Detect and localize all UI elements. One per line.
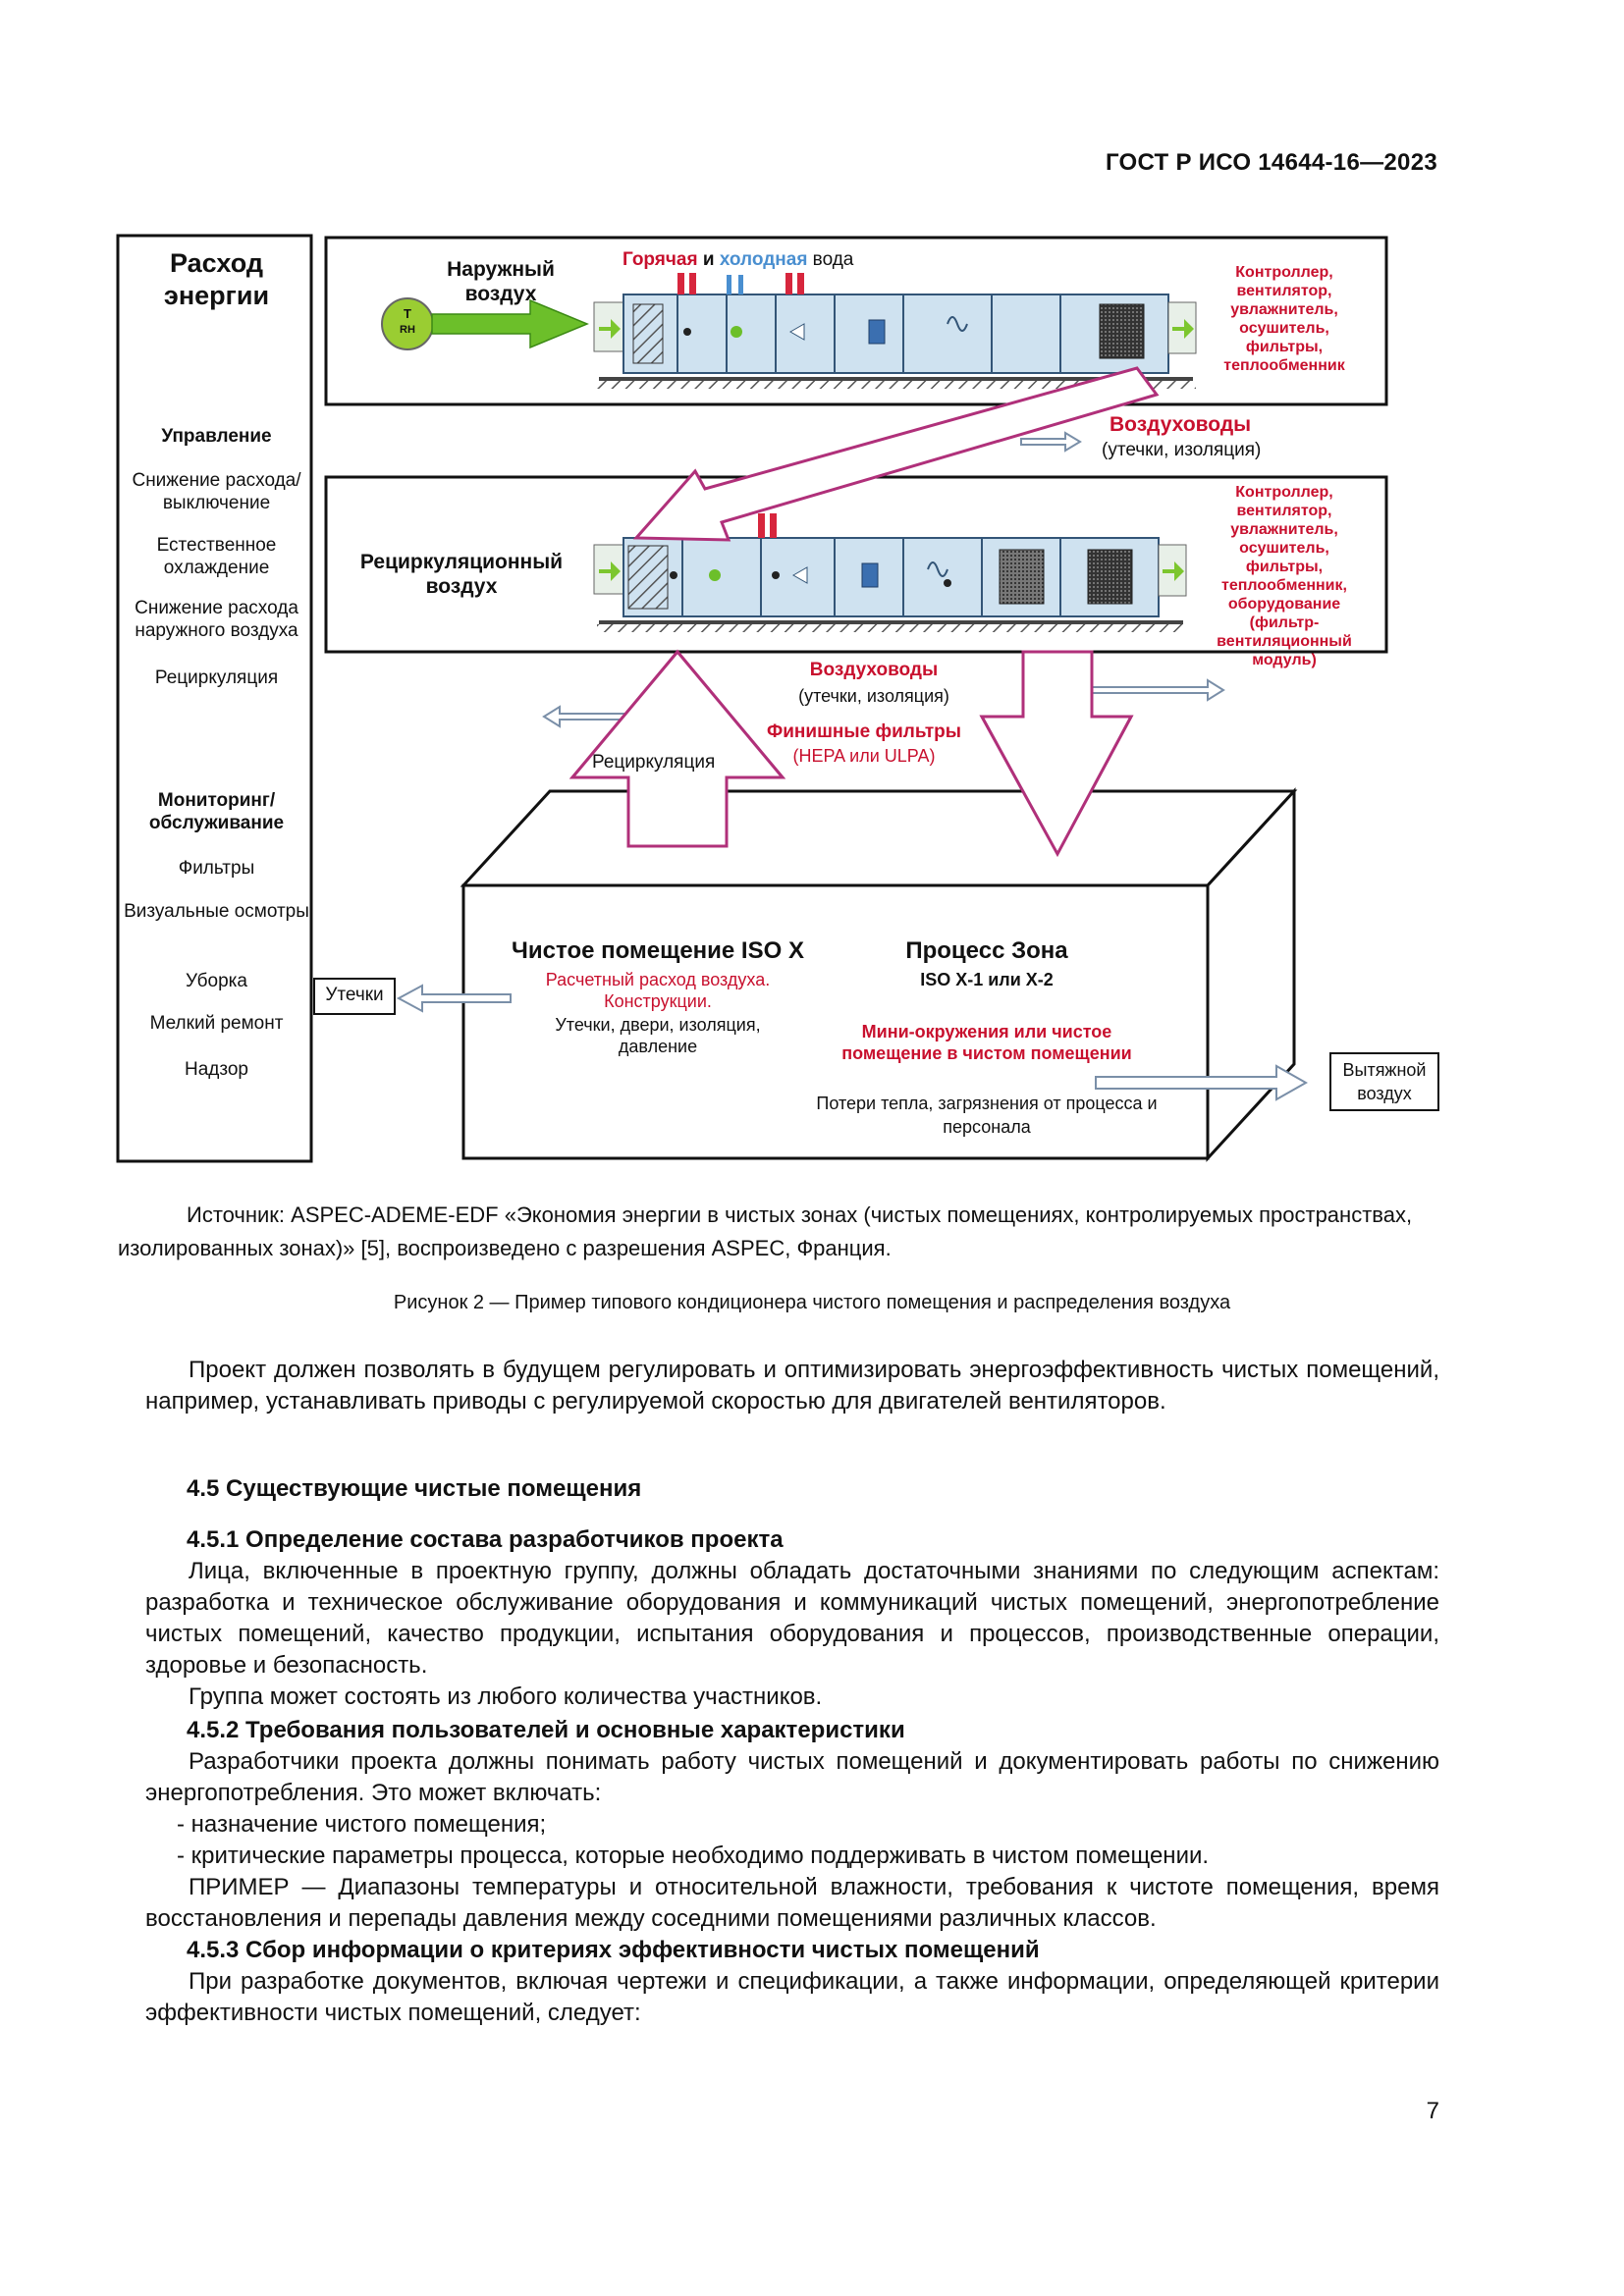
process-red: Мини-окружения или чистое помещение в чи… (841, 1022, 1132, 1063)
recirc-components-label: Контроллер, вентилятор, увлажнитель, осу… (1217, 484, 1352, 668)
management-item: Рециркуляция (154, 667, 279, 688)
process-black: Потери тепла, загрязнения от процесса и … (816, 1094, 1158, 1137)
monitoring-title: Мониторинг/ обслуживание (148, 790, 285, 833)
management-item: Естественное охлаждение (156, 535, 277, 578)
figure-diagram: Расход энергии Управление Снижение расхо… (116, 234, 1439, 1163)
ducts-note-1: (утечки, изоляция) (1102, 440, 1262, 460)
process-iso: ISO X-1 или X-2 (920, 970, 1054, 989)
monitoring-item: Визуальные осмотры (124, 901, 309, 922)
cleanroom-red-1: Расчетный расход воздуха. (545, 970, 771, 989)
recirculation-arrow-label: Рециркуляция (592, 752, 716, 773)
list-item: - критические параметры процесса, которы… (177, 1842, 1210, 1869)
leak-arrow-right-2 (1089, 678, 1225, 702)
ducts-note-2: (утечки, изоляция) (798, 686, 949, 706)
paragraph: При разработке документов, включая черте… (145, 1968, 1439, 2026)
outdoor-air-label: Наружный воздух (447, 258, 555, 306)
figure-title: Рисунок 2 — Пример типового кондиционера… (393, 1292, 1231, 1313)
final-filters-note: (HEPA или ULPA) (792, 746, 936, 766)
management-title: Управление (161, 426, 272, 447)
sensor-t-label: T (404, 306, 411, 321)
leaks-box (313, 978, 396, 1015)
cleanroom-title: Чистое помещение ISO X (512, 937, 804, 964)
ducts-title-2: Воздуховоды (809, 660, 939, 680)
monitoring-item: Уборка (186, 971, 247, 991)
left-panel-title: Расход энергии (163, 248, 270, 310)
outdoor-components-label: Контроллер, вентилятор, увлажнитель, осу… (1223, 264, 1345, 374)
monitoring-item: Фильтры (178, 858, 255, 879)
list-item: - назначение чистого помещения; (177, 1811, 547, 1838)
leaks-arrow (396, 984, 512, 1013)
leaks-label: Утечки (325, 985, 384, 1005)
final-filters-title: Финишные фильтры (767, 721, 961, 742)
ducts-title-1: Воздуховоды (1110, 413, 1252, 436)
supply-air-diagonal-arrow (632, 366, 1160, 542)
left-panel-frame (116, 234, 313, 1163)
paragraph: Разработчики проекта должны понимать раб… (145, 1748, 1439, 1806)
outdoor-air-arrow (431, 298, 589, 349)
exhaust-box (1329, 1052, 1439, 1111)
water-label: Горячая и холодная вода (623, 249, 854, 270)
management-item: Снижение расхода/ выключение (132, 470, 301, 513)
diagram-graphics (116, 234, 1439, 1163)
exhaust-label: Вытяжной воздух (1342, 1060, 1427, 1103)
section-heading: 4.5.1 Определение состава разработчиков … (187, 1526, 784, 1553)
section-heading: 4.5.3 Сбор информации о критериях эффект… (187, 1937, 1040, 1963)
section-heading: 4.5.2 Требования пользователей и основны… (187, 1717, 905, 1743)
process-title: Процесс Зона (905, 937, 1068, 964)
recirc-air-label: Рециркуляционный воздух (359, 551, 564, 599)
exhaust-arrow (1095, 1064, 1309, 1101)
cleanroom-black: Утечки, двери, изоляция, давление (555, 1015, 761, 1056)
management-item: Снижение расхода наружного воздуха (135, 598, 298, 641)
paragraph: Проект должен позволять в будущем регули… (145, 1357, 1439, 1415)
outdoor-ahu-icon (593, 273, 1197, 389)
recirc-ahu-icon (593, 513, 1187, 632)
leak-arrow-right-1 (1020, 431, 1082, 453)
example-note: ПРИМЕР — Диапазоны температуры и относит… (145, 1874, 1439, 1932)
cleanroom-red-2: Конструкции. (604, 991, 712, 1011)
figure-source: Источник: ASPEC-ADEME-EDF «Экономия энер… (118, 1202, 1413, 1260)
paragraph: Лица, включенные в проектную группу, дол… (145, 1558, 1439, 1679)
monitoring-item: Надзор (184, 1059, 248, 1080)
section-heading: 4.5 Существующие чистые помещения (187, 1475, 642, 1502)
monitoring-item: Мелкий ремонт (149, 1013, 284, 1034)
page-number: 7 (1426, 2098, 1439, 2124)
paragraph: Группа может состоять из любого количест… (189, 1683, 823, 1710)
sensor-rh-label: RH (400, 324, 415, 336)
standard-header: ГОСТ Р ИСО 14644-16—2023 (1105, 149, 1437, 176)
